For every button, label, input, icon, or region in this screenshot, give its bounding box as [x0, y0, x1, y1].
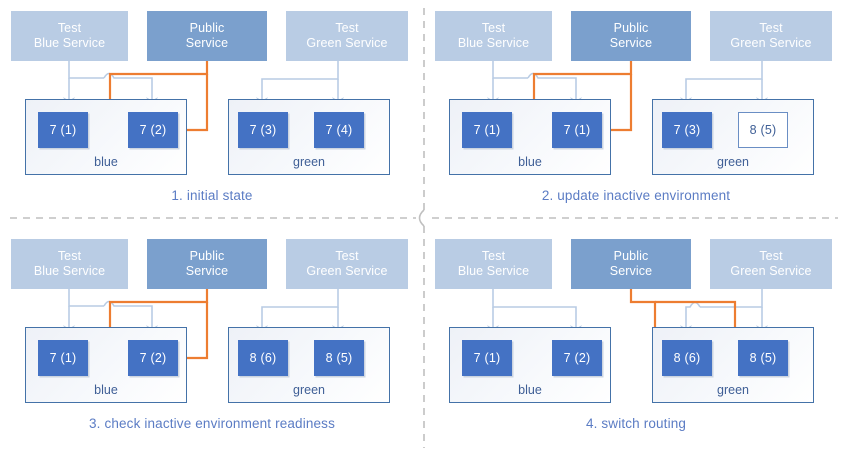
- pod-green-2[interactable]: 8 (5): [738, 112, 788, 148]
- pod-green-1[interactable]: 8 (6): [662, 340, 712, 376]
- service-label-line1: Public: [189, 249, 225, 263]
- service-label-line2: Blue Service: [457, 264, 530, 278]
- panel-caption: 2. update inactive environment: [541, 188, 731, 203]
- pod-blue-2[interactable]: 7 (2): [128, 340, 178, 376]
- panel-caption: 4. switch routing: [585, 416, 687, 431]
- service-label-line2: Green Service: [730, 264, 812, 278]
- pod-blue-1[interactable]: 7 (1): [38, 112, 88, 148]
- environment-green-label: green: [717, 383, 749, 397]
- panel-caption: 1. initial state: [171, 188, 253, 203]
- environment-blue-label: blue: [518, 155, 542, 169]
- service-label-line1: Test: [759, 21, 783, 35]
- service-label-line1: Public: [613, 249, 649, 263]
- service-label-line1: Test: [57, 21, 82, 35]
- service-label-line1: Test: [759, 249, 783, 263]
- pod-green-2[interactable]: 8 (5): [738, 340, 788, 376]
- environment-green-label: green: [717, 155, 749, 169]
- service-label-line2: Green Service: [730, 36, 812, 50]
- pod-blue-1[interactable]: 7 (1): [462, 112, 512, 148]
- service-label-line2: Green Service: [306, 36, 388, 50]
- environment-blue-label: blue: [518, 383, 542, 397]
- environment-blue-label: blue: [94, 383, 118, 397]
- service-label-line1: Test: [481, 249, 506, 263]
- pod-green-1[interactable]: 7 (3): [238, 112, 288, 148]
- panel-caption: 3. check inactive environment readiness: [89, 416, 335, 431]
- service-label-line2: Service: [609, 36, 653, 50]
- pod-blue-2[interactable]: 7 (1): [552, 112, 602, 148]
- environment-green-label: green: [293, 383, 325, 397]
- pod-green-1[interactable]: 7 (3): [662, 112, 712, 148]
- service-label-line2: Service: [185, 36, 229, 50]
- service-label-line1: Public: [189, 21, 225, 35]
- pod-blue-2[interactable]: 7 (2): [128, 112, 178, 148]
- service-label-line2: Service: [609, 264, 653, 278]
- pod-green-1[interactable]: 8 (6): [238, 340, 288, 376]
- service-label-line2: Blue Service: [33, 36, 106, 50]
- environment-green-label: green: [293, 155, 325, 169]
- service-label-line2: Service: [185, 264, 229, 278]
- environment-blue-label: blue: [94, 155, 118, 169]
- pod-blue-2[interactable]: 7 (2): [552, 340, 602, 376]
- service-label-line2: Blue Service: [33, 264, 106, 278]
- pod-green-2[interactable]: 7 (4): [314, 112, 364, 148]
- service-label-line1: Test: [335, 21, 359, 35]
- service-label-line1: Test: [57, 249, 82, 263]
- service-label-line1: Public: [613, 21, 649, 35]
- service-label-line1: Test: [335, 249, 359, 263]
- pod-blue-1[interactable]: 7 (1): [38, 340, 88, 376]
- pod-green-2[interactable]: 8 (5): [314, 340, 364, 376]
- pod-blue-1[interactable]: 7 (1): [462, 340, 512, 376]
- service-label-line2: Blue Service: [457, 36, 530, 50]
- service-label-line2: Green Service: [306, 264, 388, 278]
- service-label-line1: Test: [481, 21, 506, 35]
